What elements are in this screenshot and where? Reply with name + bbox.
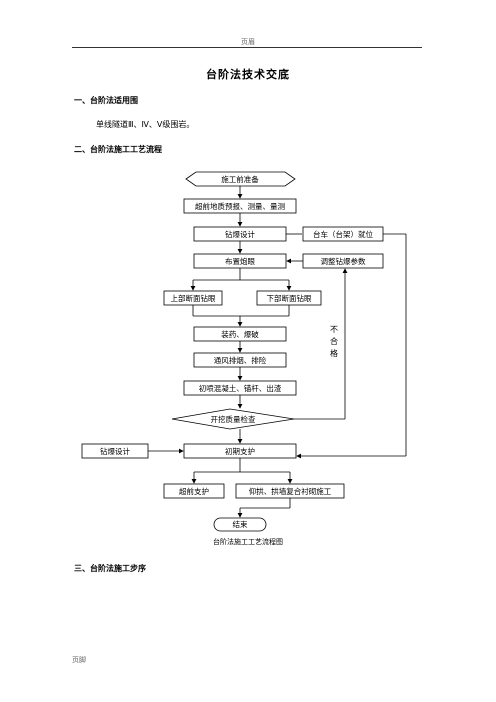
trolley-label: 台车（台架）就位 — [313, 229, 373, 239]
blast-design-label: 钻爆设计 — [225, 229, 255, 239]
start-node — [185, 171, 296, 187]
flowchart-caption: 台阶法施工工艺流程图 — [213, 538, 283, 546]
end-node — [213, 517, 267, 532]
initial-support-label: 初期支护 — [225, 446, 255, 456]
quality-check-label: 开挖质量检查 — [211, 414, 256, 424]
page-footer: 页脚 — [72, 656, 86, 664]
ventilation-label: 通风排烟、排险 — [214, 355, 267, 365]
page-header: 页眉 — [241, 38, 255, 46]
invert-label: 仰拱、拱墙复合衬砌施工 — [249, 486, 332, 496]
advance-support-box — [163, 483, 225, 499]
layout-holes-label: 布置炮眼 — [225, 256, 255, 266]
upper-drill-label: 上部断面钻眼 — [171, 293, 216, 303]
header-divider — [72, 47, 422, 48]
advance-forecast-label: 超前地质预报、测量、量测 — [195, 201, 285, 211]
advance-support-label: 超前支护 — [179, 486, 209, 496]
charge-blast-label: 装药、爆破 — [221, 329, 259, 339]
section1-heading: 一、台阶法适用围 — [74, 96, 138, 105]
end-label: 结束 — [233, 519, 248, 529]
start-label: 施工前准备 — [221, 174, 259, 184]
lower-drill-label: 下部断面钻眼 — [267, 293, 312, 303]
section1-text: 单线隧道Ⅲ、Ⅳ、Ⅴ级围岩。 — [96, 120, 195, 129]
section3-heading: 三、台阶法施工步序 — [74, 564, 146, 573]
document-title: 台阶法技术交底 — [206, 68, 290, 81]
initial-shotcrete-label: 初喷混凝土、锚杆、出渣 — [199, 383, 282, 393]
section2-heading: 二、台阶法施工工艺流程 — [74, 145, 162, 154]
left-blast-design-label: 钻爆设计 — [100, 446, 130, 456]
adjust-params-label: 调整钻爆参数 — [321, 256, 366, 266]
fail-label: 不合格 — [330, 325, 338, 358]
